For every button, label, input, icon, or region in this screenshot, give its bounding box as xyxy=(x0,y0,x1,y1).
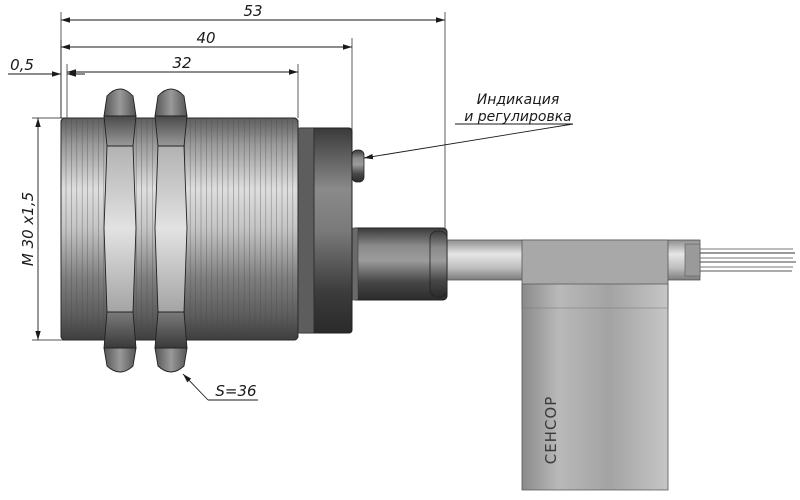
label-tag xyxy=(521,239,669,491)
hex-nut-face xyxy=(103,311,137,349)
brand-label: СЕНСОР xyxy=(542,396,560,465)
hex-nut-face xyxy=(154,115,188,147)
dimension-lines xyxy=(8,17,445,340)
indication-label-line1: Индикация xyxy=(477,92,560,108)
hex-nuts xyxy=(103,88,188,373)
hex-nut-face xyxy=(154,145,188,313)
nut-size-label: S=36 xyxy=(215,382,256,400)
hex-nut-face xyxy=(154,311,188,349)
cable-wires xyxy=(700,248,796,272)
hex-nut-face xyxy=(103,115,137,147)
dimension-offset: 0,5 xyxy=(10,56,34,74)
hex-nut-face xyxy=(154,88,188,117)
extension-lines xyxy=(32,12,446,341)
hex-nut xyxy=(154,88,188,373)
dimension-thread-spec: M 30 x1,5 xyxy=(19,192,37,266)
cable-gland xyxy=(351,227,448,301)
hex-nut-face xyxy=(103,347,137,373)
hex-nut-face xyxy=(154,347,188,373)
dimension-overall: 53 xyxy=(243,2,262,20)
hex-nut xyxy=(103,88,137,373)
indication-label-line2: и регулировка xyxy=(464,109,571,125)
hex-nut-face xyxy=(103,88,137,117)
rear-housing xyxy=(297,127,353,334)
led-indicator xyxy=(351,149,365,183)
hex-nut-face xyxy=(103,145,137,313)
dimension-thread-length: 32 xyxy=(172,54,191,72)
leader-lines xyxy=(182,123,574,401)
dimension-housing: 40 xyxy=(196,29,215,47)
